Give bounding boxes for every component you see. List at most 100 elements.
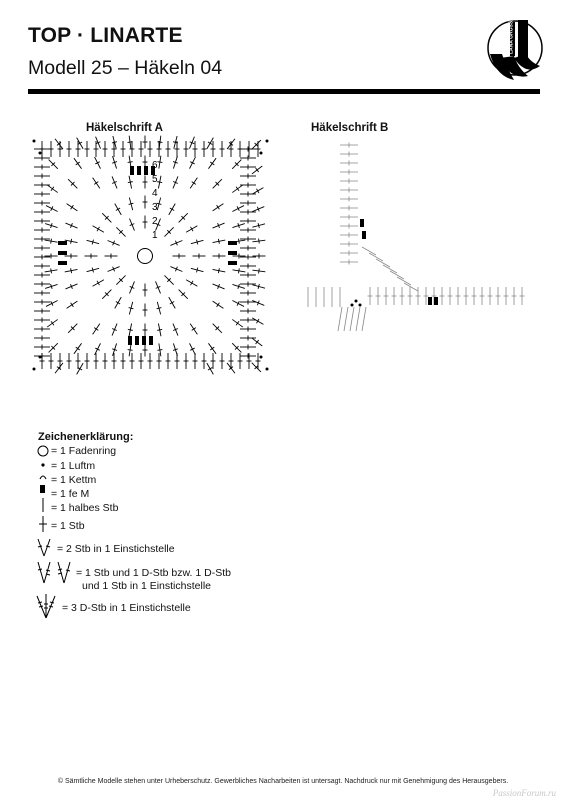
stitch-bar	[70, 204, 74, 210]
stitch-bar	[70, 302, 74, 308]
b-diag-stitch	[368, 252, 384, 262]
stitch-bar	[127, 161, 133, 163]
stitch-bar	[157, 328, 163, 331]
stitch-bar	[237, 283, 240, 289]
stitch-bar	[256, 318, 260, 324]
legend-text-single-crochet: = 1 fe M	[51, 488, 90, 500]
stitch-bar	[50, 268, 52, 274]
stitch-bar	[175, 240, 178, 246]
legend-chain-icon	[41, 463, 45, 467]
sc-block	[144, 166, 148, 175]
legend-slip-stitch-icon	[39, 475, 47, 480]
stitch-bar	[129, 286, 135, 289]
stitch-bar	[118, 229, 124, 235]
stitch-bar	[238, 268, 240, 274]
stitch-bar	[209, 346, 215, 351]
legend-text-chain: = 1 Luftm	[51, 460, 96, 472]
stitch-bar	[70, 326, 75, 331]
stitch-bar	[215, 326, 220, 331]
copyright-footer: © Sämtliche Modelle stehen unter Urheber…	[57, 778, 509, 785]
stitch-bar	[157, 141, 163, 143]
b-diag-stitch	[361, 246, 377, 256]
stitch-bar	[181, 215, 186, 220]
stitch-bar	[93, 327, 99, 331]
round-number: 5	[152, 174, 158, 185]
stitch-bar	[95, 161, 100, 165]
legend-text-2dc: = 2 Stb in 1 Einstichstelle	[57, 543, 175, 555]
b-diag-stitch	[389, 270, 405, 280]
stitch-bar	[156, 202, 162, 205]
stitch-bar	[217, 268, 220, 274]
legend-magic-ring-icon	[37, 445, 49, 457]
legend-text-dc-tr-line2: und 1 Stb in 1 Einstichstelle	[82, 580, 211, 592]
stitch-bar	[216, 204, 220, 210]
sc-block	[149, 336, 153, 345]
stitch-bar	[112, 181, 118, 184]
b-sc-block	[428, 297, 432, 305]
stitch-bar	[127, 349, 133, 351]
stitch-bar	[70, 283, 73, 289]
stitch-bar	[181, 292, 186, 297]
sc-block	[58, 251, 67, 255]
stitch-bar	[238, 238, 240, 244]
stitch-bar	[50, 223, 53, 229]
stitch-bar	[254, 142, 259, 147]
stitch-bar	[215, 181, 220, 186]
legend-2dc-icon	[37, 538, 51, 557]
b-sc-block	[360, 219, 364, 227]
stitch-bar	[196, 267, 199, 273]
legend-text-slip-stitch: = 1 Kettm	[51, 474, 97, 486]
sc-block	[228, 251, 237, 255]
b-lower-stitch	[355, 306, 361, 332]
stitch-bar	[115, 301, 121, 305]
stitch-bar	[172, 328, 178, 331]
corner-chain-dot	[259, 151, 263, 155]
sc-block	[128, 336, 132, 345]
stitch-bar	[216, 302, 220, 308]
legend-symbols	[36, 445, 71, 619]
legend-text-magic-ring: = 1 Fadenring	[51, 445, 117, 457]
stitch-bar	[258, 238, 260, 244]
stitch-bar	[172, 161, 178, 164]
b-chain-dot	[354, 299, 358, 303]
stitch-bar	[190, 161, 195, 165]
b-chain-dot	[358, 303, 362, 307]
stitch-bar	[95, 141, 101, 145]
stitch-bar	[189, 141, 195, 145]
stitch-bar	[172, 348, 178, 351]
stitch-bar	[70, 223, 73, 229]
stitch-bar	[209, 161, 215, 166]
stitch-bar	[217, 283, 220, 289]
sc-block	[151, 166, 155, 175]
stitch-bar	[127, 328, 133, 331]
b-diag-stitch	[382, 264, 398, 274]
stitch-bar	[112, 141, 118, 144]
legend-3tr-icon	[36, 594, 56, 619]
b-sc-block	[362, 231, 366, 239]
stitch-bar	[196, 239, 199, 245]
stitch-bar	[127, 181, 133, 184]
corner-chain-dot	[38, 151, 42, 155]
logo-lettering: LANA GROSSA	[509, 17, 515, 54]
stitch-bar	[128, 202, 134, 205]
stitch-bar	[256, 188, 260, 194]
stitch-bar	[50, 206, 54, 211]
legend-single-crochet-icon	[40, 485, 45, 493]
stitch-bar	[96, 226, 100, 232]
stitch-bar	[50, 238, 52, 244]
stitch-bar	[129, 223, 135, 226]
stitch-bar	[172, 181, 178, 184]
stitch-bar	[93, 181, 99, 185]
stitch-bar	[235, 186, 240, 192]
stitch-bar	[75, 161, 81, 166]
stitch-bar	[128, 307, 134, 310]
stitch-bar	[75, 346, 81, 351]
stitch-bar	[155, 286, 161, 289]
stitch-bar	[255, 339, 259, 345]
b-sc-block	[434, 297, 438, 305]
corner-chain-dot	[265, 367, 269, 371]
lana-grossa-logo: LANA GROSSA	[487, 17, 543, 80]
sc-block	[130, 166, 134, 175]
stitch-bar	[112, 240, 115, 246]
